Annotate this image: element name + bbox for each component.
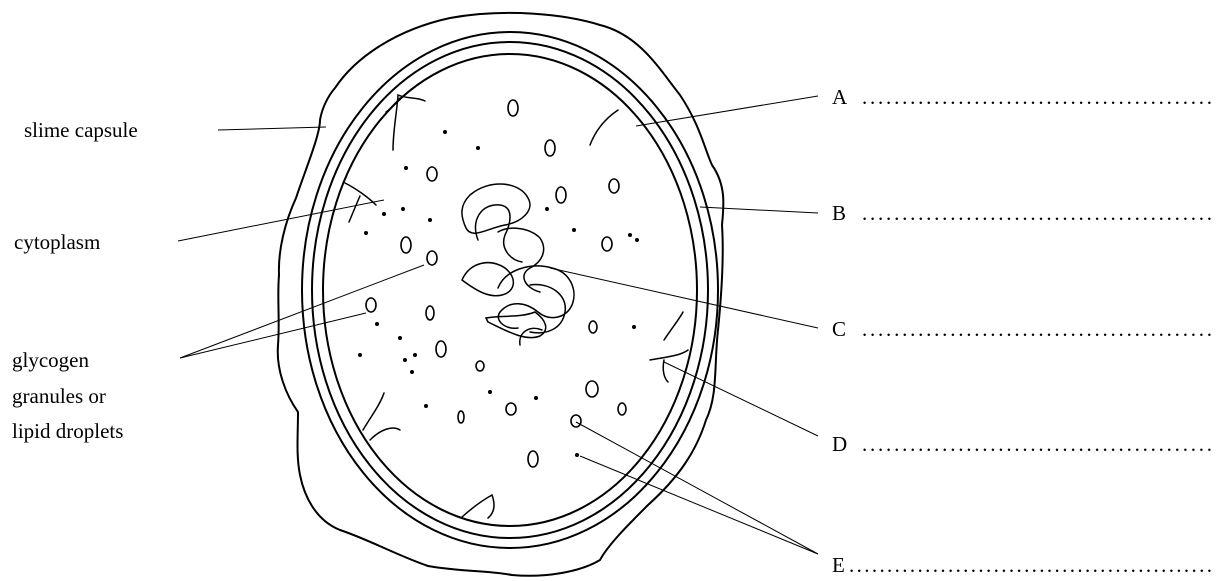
- answer-line-B: ........................................…: [862, 201, 1212, 225]
- label-D: D: [832, 432, 847, 456]
- left-leader-lines: [178, 127, 424, 358]
- label-A: A: [832, 85, 848, 109]
- answer-line-E: ........................................…: [849, 553, 1212, 577]
- label-slime-capsule: slime capsule: [24, 118, 138, 142]
- answer-line-C: ........................................…: [862, 317, 1212, 341]
- label-C: C: [832, 317, 846, 341]
- label-granules-line2: granules or: [12, 384, 106, 408]
- right-leader-lines: [550, 96, 818, 554]
- label-cytoplasm: cytoplasm: [14, 230, 100, 254]
- label-granules-line1: glycogen: [12, 348, 89, 372]
- answer-line-D: ........................................…: [862, 432, 1212, 456]
- label-granules-line3: lipid droplets: [12, 419, 123, 443]
- slime-capsule-outline: [278, 13, 724, 576]
- label-B: B: [832, 201, 846, 225]
- storage-granules: [366, 100, 626, 467]
- ribosomes: [358, 130, 639, 457]
- label-E: E: [832, 553, 845, 577]
- answer-line-A: ........................................…: [862, 85, 1212, 109]
- nucleoid-dna: [462, 184, 574, 345]
